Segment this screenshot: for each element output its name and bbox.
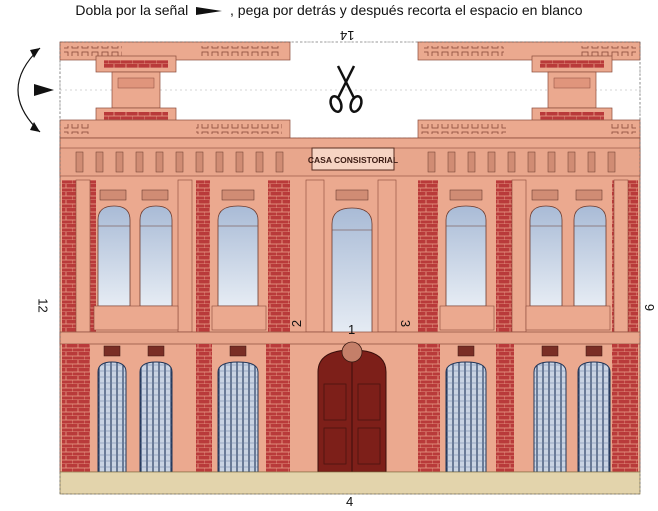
ground-strip — [59, 471, 641, 495]
fold-number-pillar-left: 2 — [289, 319, 305, 328]
crest-ornament — [341, 341, 363, 363]
instruction-line: Dobla por la señal , pega por detrás y d… — [0, 2, 658, 18]
sign-text: CASA CONSISTORIAL — [308, 155, 398, 165]
instruction-text-before: Dobla por la señal — [75, 2, 189, 18]
cornice — [59, 119, 641, 139]
town-hall-sign: CASA CONSISTORIAL — [308, 147, 398, 171]
parapet-right — [417, 41, 641, 127]
pilasters-upper — [75, 179, 629, 333]
brick-bays-lower — [62, 344, 638, 472]
lower-windows — [97, 345, 611, 473]
cut-outline — [59, 41, 641, 495]
triangle-right-icon — [196, 7, 223, 16]
main-door — [317, 341, 387, 473]
frieze-brackets — [75, 151, 616, 173]
fold-number-pillar-right: 3 — [398, 319, 414, 328]
fold-number-right: 6 — [642, 303, 658, 312]
fold-arrow-icon — [17, 47, 54, 133]
upper-windows — [93, 189, 611, 335]
fold-number-left: 12 — [35, 298, 51, 313]
instruction-text-after: , pega por detrás y después recorta el e… — [230, 2, 583, 18]
fold-number-bottom: 4 — [346, 494, 354, 509]
parapet-left — [59, 41, 291, 127]
fold-number-center: 1 — [348, 322, 356, 337]
fold-number-top: 14 — [340, 28, 355, 43]
scissors-icon — [329, 65, 363, 113]
